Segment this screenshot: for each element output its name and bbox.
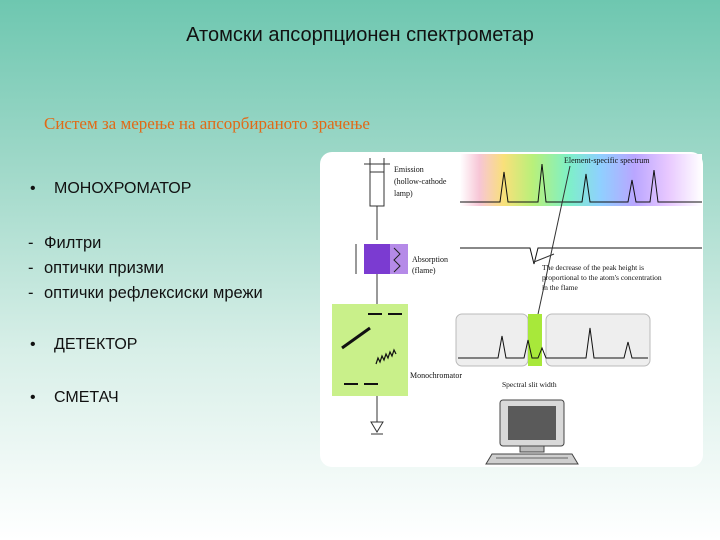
computer-icon — [485, 399, 579, 465]
sub-item-filters: -Филтри — [28, 234, 102, 252]
spectrum-arrow — [531, 165, 571, 343]
bullet-computer: • СМЕТАЧ — [30, 389, 119, 407]
bullet-monochromator: • МОНОХРОМАТОР — [30, 180, 191, 198]
decrease-note-3: in the flame — [542, 283, 578, 292]
bullet-label: СМЕТАЧ — [54, 389, 119, 406]
mirror-icon — [341, 326, 371, 350]
sub-item-gratings: -оптички рефлексиски мрежи — [28, 284, 263, 302]
spectral-slit — [528, 314, 542, 366]
lamp-label-1: (hollow-cathode — [394, 177, 447, 186]
lamp-label-2: lamp) — [394, 189, 413, 198]
diagram-svg: Element-specific spectrum Emission (holl… — [332, 154, 702, 465]
decrease-note-1: The decrease of the peak height is — [542, 263, 644, 272]
flame-label: (flame) — [412, 266, 436, 275]
bullet-dot: • — [30, 180, 36, 197]
sub-item-prisms: -оптички призми — [28, 259, 164, 277]
bullet-dot: • — [30, 389, 36, 406]
monochromator-label: Monochromator — [410, 371, 462, 380]
monochromator-box — [332, 304, 408, 396]
absorption-trace — [460, 247, 702, 265]
spectrum-window-right — [545, 313, 651, 367]
bullet-detector: • ДЕТЕКТОР — [30, 336, 137, 354]
slide-title: Атомски апсорпционен спектрометар — [186, 24, 534, 46]
bullet-label: ДЕТЕКТОР — [54, 336, 138, 353]
decrease-note-2: proportional to the atom's concentration — [542, 273, 662, 282]
slide-subtitle: Систем за мерење на апсорбираното зрачењ… — [44, 114, 370, 133]
grating-icon — [375, 348, 397, 365]
spectrometer-diagram: Element-specific spectrum Emission (holl… — [320, 152, 703, 467]
bullet-label: МОНОХРОМАТОР — [54, 180, 192, 197]
bullet-dot: • — [30, 336, 36, 353]
emission-label: Emission — [394, 165, 424, 174]
absorption-label: Absorption — [412, 255, 448, 264]
emission-peaks — [460, 163, 702, 203]
slit-width-label: Spectral slit width — [502, 380, 557, 389]
element-spectrum-label: Element-specific spectrum — [564, 156, 650, 165]
filtered-peaks — [458, 327, 648, 359]
hollow-cathode-lamp-icon — [364, 158, 390, 240]
detector-icon — [370, 421, 384, 435]
